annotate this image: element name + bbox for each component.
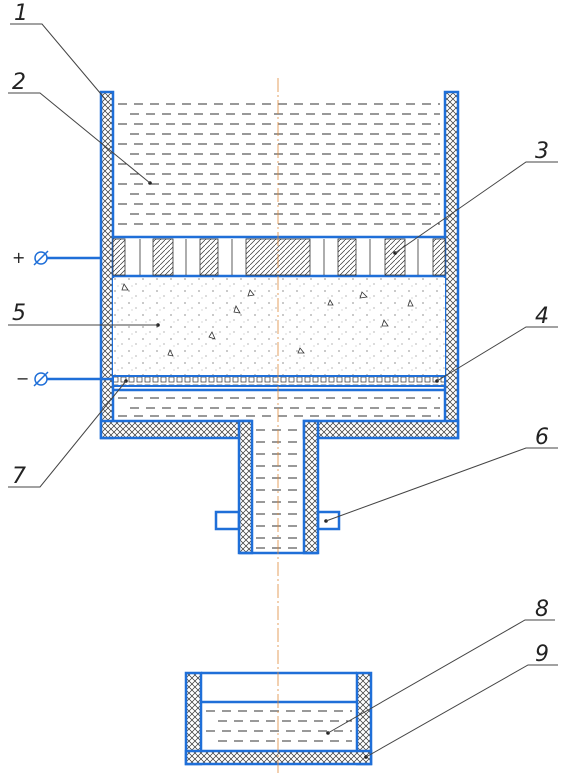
label-4: 4 bbox=[535, 304, 549, 329]
terminal-minus: − bbox=[16, 369, 113, 388]
label-8: 8 bbox=[535, 597, 549, 622]
upper-liquid bbox=[118, 103, 440, 225]
label-1: 1 bbox=[14, 1, 28, 26]
label-9: 9 bbox=[535, 642, 549, 667]
terminal-minus-sign: − bbox=[16, 369, 29, 388]
label-3: 3 bbox=[535, 139, 549, 164]
label-5: 5 bbox=[12, 301, 26, 326]
mesh-electrode bbox=[112, 375, 446, 387]
vessel-body bbox=[99, 90, 460, 440]
perforated-electrode bbox=[112, 235, 446, 278]
granular-bed bbox=[113, 278, 445, 375]
lower-liquid bbox=[113, 388, 445, 417]
outlet-pipe bbox=[214, 419, 341, 555]
label-2: 2 bbox=[12, 70, 26, 95]
label-6: 6 bbox=[535, 425, 549, 450]
label-7: 7 bbox=[12, 464, 26, 489]
terminal-plus-sign: + bbox=[12, 248, 25, 267]
leader-lines bbox=[8, 23, 558, 758]
terminal-plus: + bbox=[12, 248, 101, 267]
collector-vessel bbox=[184, 671, 373, 766]
